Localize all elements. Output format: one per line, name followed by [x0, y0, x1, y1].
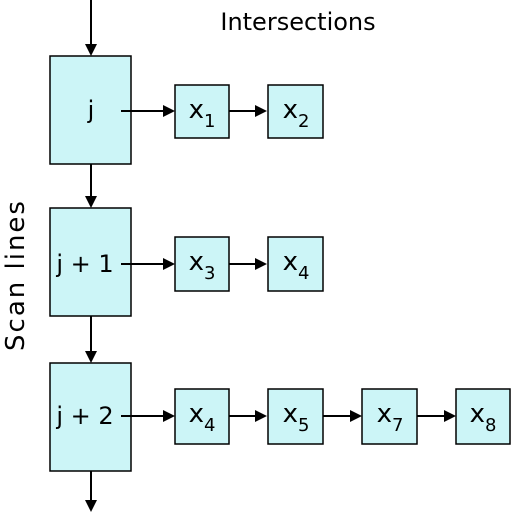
link-arrowhead	[163, 105, 175, 117]
scanline-label: j	[87, 96, 95, 124]
intersection-label: x5	[283, 399, 310, 436]
intersection-label: x1	[189, 95, 216, 132]
link-arrowhead	[350, 410, 362, 422]
scanline-row: j x1 x2	[49, 55, 324, 165]
intersection-label: x3	[189, 247, 216, 284]
link-arrowhead	[255, 105, 267, 117]
intersection-label: x7	[377, 399, 404, 436]
intersection-label: x4	[283, 247, 310, 284]
arrowhead-row1-row2	[85, 196, 97, 208]
link-arrowhead	[163, 258, 175, 270]
exit-arrowhead	[85, 500, 97, 512]
intersection-node	[267, 236, 324, 292]
intersection-node	[361, 388, 418, 445]
scanline-row: j + 2 x4 x5 x7 x8	[49, 362, 511, 472]
intersection-node	[174, 236, 230, 292]
intersection-node	[174, 388, 230, 445]
scanline-box	[49, 55, 132, 165]
link-arrowhead	[255, 410, 267, 422]
link-arrowhead	[163, 410, 175, 422]
link-arrowhead	[255, 258, 267, 270]
scanline-row: j + 1 x3 x4	[49, 207, 324, 317]
scanline-label: j + 2	[55, 402, 113, 430]
scanline-box	[49, 207, 132, 317]
intersection-label: x2	[283, 95, 310, 132]
intersection-node	[455, 388, 511, 445]
intersection-node	[267, 84, 324, 139]
diagram-title: Intersections	[220, 8, 375, 36]
scan-lines-label: Scan lines	[1, 199, 31, 351]
scanline-label: j + 1	[55, 250, 113, 278]
link-arrowhead	[444, 410, 456, 422]
intersection-label: x8	[470, 399, 497, 436]
entry-arrowhead	[85, 44, 97, 56]
scanline-box	[49, 362, 132, 472]
intersection-label: x4	[189, 399, 216, 436]
arrowhead-row2-row3	[85, 351, 97, 363]
